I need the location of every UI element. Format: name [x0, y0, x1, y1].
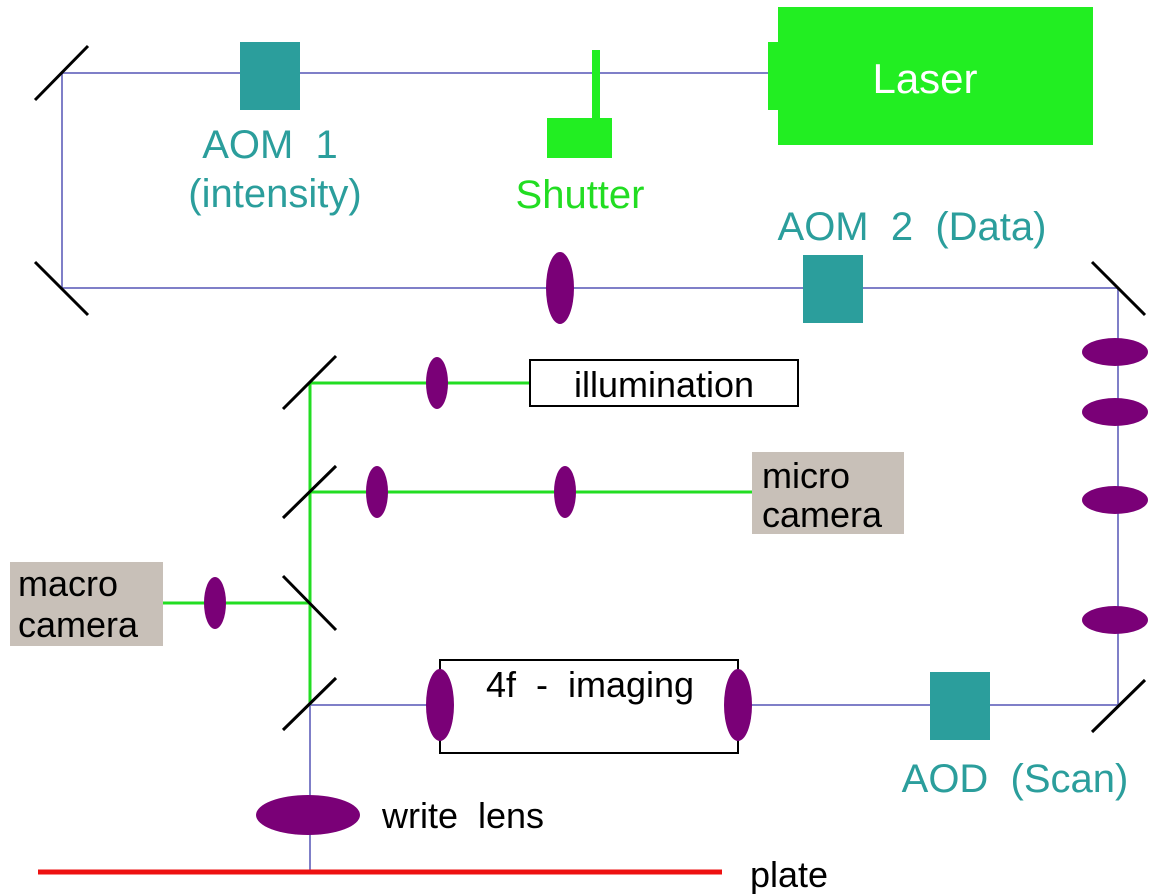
aod-block — [930, 672, 990, 740]
imaging-4f-label: 4f - imaging — [486, 664, 694, 705]
aom-1-label-line1: AOM 1 — [202, 123, 338, 167]
macro-camera-label-line1: macro — [18, 563, 118, 604]
mirror-4f — [281, 676, 338, 732]
mirror-micro-camera — [281, 464, 338, 520]
write-lens-label: write lens — [381, 795, 544, 836]
micro-camera-label-line1: micro — [762, 455, 850, 496]
mirror-top-right — [1090, 260, 1147, 317]
illumination-label: illumination — [574, 364, 754, 405]
plate-label: plate — [750, 854, 828, 894]
mirror-middle-left — [33, 260, 90, 317]
imaging-4f: 4f - imaging — [426, 659, 752, 754]
macro-camera-label-line2: camera — [18, 604, 139, 645]
aom-1: AOM 1 (intensity) — [188, 42, 362, 216]
illumination: illumination — [529, 359, 799, 407]
laser-label: Laser — [872, 55, 977, 102]
shutter: Shutter — [516, 50, 645, 217]
lens-main-beam — [546, 252, 574, 324]
mirrors — [33, 44, 1147, 734]
lens-right-2 — [1082, 398, 1148, 426]
micro-camera: micro camera — [752, 452, 904, 535]
aom-1-label-line2: (intensity) — [188, 172, 361, 216]
aod-label: AOD (Scan) — [902, 757, 1129, 801]
laser-body — [778, 7, 1093, 145]
mirror-illumination — [281, 354, 338, 411]
aom-2-label: AOM 2 (Data) — [778, 205, 1047, 249]
macro-camera-box — [10, 562, 163, 646]
lenses — [204, 252, 1148, 835]
imaging-4f-box — [439, 659, 739, 754]
aom-1-block — [240, 42, 300, 110]
micro-camera-label-line2: camera — [762, 494, 883, 535]
lens-right-3 — [1082, 486, 1148, 514]
lens-micro-2 — [554, 466, 576, 518]
shutter-label: Shutter — [516, 173, 645, 217]
write-lens — [256, 795, 360, 835]
shutter-arm — [592, 50, 600, 120]
illumination-box — [529, 359, 799, 407]
shutter-base — [547, 118, 612, 158]
laser-aperture — [768, 42, 782, 110]
aom-2: AOM 2 (Data) — [778, 205, 1047, 323]
macro-camera: macro camera — [10, 562, 163, 646]
aod: AOD (Scan) — [902, 672, 1129, 801]
mirror-top-left — [33, 44, 90, 102]
lens-right-4 — [1082, 606, 1148, 634]
mirror-bottom-right — [1090, 678, 1147, 734]
aom-2-block — [803, 255, 863, 323]
lens-right-1 — [1082, 338, 1148, 366]
laser: Laser — [768, 7, 1093, 145]
lens-micro-1 — [366, 466, 388, 518]
lens-illumination — [426, 357, 448, 409]
lens-macro — [204, 577, 226, 629]
lens-4f-2 — [724, 669, 752, 741]
plate: plate — [38, 854, 828, 894]
lens-4f-1 — [426, 669, 454, 741]
mirror-macro-camera — [281, 574, 338, 632]
micro-camera-box — [752, 452, 904, 534]
green-beam-path — [163, 381, 755, 705]
